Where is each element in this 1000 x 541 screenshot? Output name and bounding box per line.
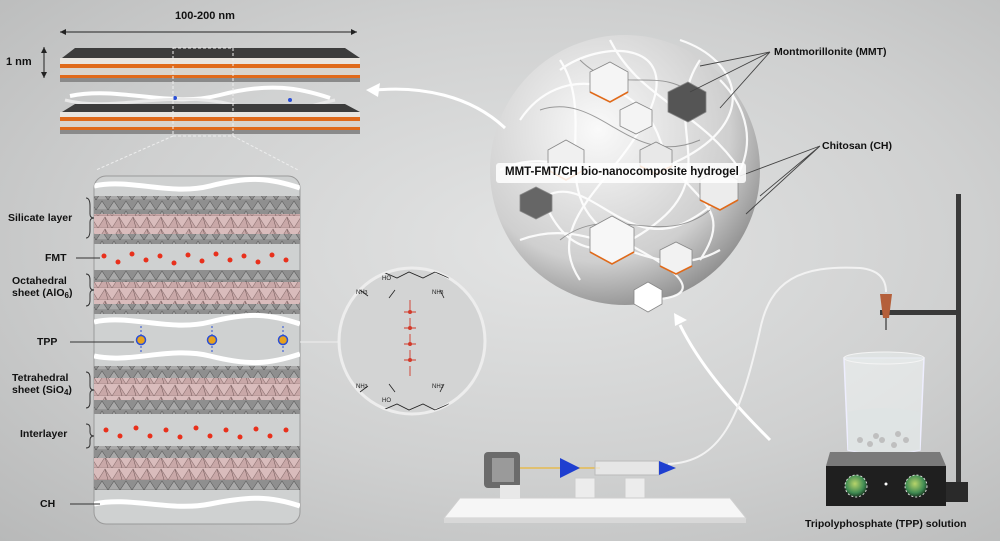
hotplate-knob-icon bbox=[844, 474, 868, 498]
ch-label: CH bbox=[40, 498, 56, 510]
lab-apparatus bbox=[667, 194, 968, 506]
width-dimension-label: 100-200 nm bbox=[175, 10, 235, 22]
nh3-bottom-label: NH3 bbox=[356, 384, 367, 390]
arrow-icon-upward bbox=[674, 313, 772, 442]
nh3-bottom-sub: 3 bbox=[364, 384, 368, 390]
layered-structure-panel bbox=[93, 175, 301, 525]
tetrahedral-sheet-label: Tetrahedral sheet (SiO4) bbox=[12, 372, 72, 397]
fmt-particles bbox=[101, 251, 289, 266]
clay-platelet-stack bbox=[41, 29, 360, 171]
interlayer-label: Interlayer bbox=[20, 428, 68, 440]
nh3-bottom-right-sub: 3 bbox=[440, 384, 444, 390]
nh3-top-right-sub: 3 bbox=[440, 290, 444, 296]
chitosan-label: Chitosan (CH) bbox=[822, 140, 892, 152]
mmt-label: Montmorillonite (MMT) bbox=[774, 46, 887, 58]
silicate-layer-label: Silicate layer bbox=[8, 212, 73, 224]
nh3-top-sub: 3 bbox=[364, 290, 368, 296]
tpp-solution-label: Tripolyphosphate (TPP) solution bbox=[805, 518, 967, 530]
ho-bottom-label: HO bbox=[382, 398, 391, 404]
nh3-bottom-right-text: NH bbox=[432, 384, 441, 390]
syringe-pump bbox=[442, 452, 748, 523]
hydrogel-title: MMT-FMT/CH bio-nanocomposite hydrogel bbox=[505, 166, 739, 178]
tpp-label: TPP bbox=[37, 336, 58, 348]
hotplate-knob-icon-right bbox=[904, 474, 928, 498]
tetrahedral-formula: sheet (SiO bbox=[12, 384, 64, 396]
hydrogel-sphere bbox=[490, 35, 821, 313]
interlayer-particles bbox=[103, 425, 289, 440]
nh3-top-right-label: NH3 bbox=[432, 290, 443, 296]
octahedral-subscript: 6 bbox=[64, 291, 69, 300]
octahedral-formula: sheet (AlO bbox=[12, 287, 65, 299]
nh3-bottom-right-label: NH3 bbox=[432, 384, 443, 390]
fmt-label: FMT bbox=[45, 252, 67, 264]
tpp-chitosan-molecule bbox=[337, 266, 487, 416]
nh3-top-right-text: NH bbox=[432, 290, 441, 296]
tetrahedral-subscript: 4 bbox=[63, 388, 69, 397]
label-leader-lines bbox=[70, 197, 134, 505]
ho-top-label: HO bbox=[382, 276, 391, 282]
arrow-icon bbox=[366, 83, 507, 130]
nh3-top-text: NH bbox=[356, 290, 365, 296]
octahedral-sheet-label: Octahedral sheet (AlO6) bbox=[12, 275, 73, 300]
tpp-crosslinks bbox=[135, 326, 289, 352]
nh3-bottom-text: NH bbox=[356, 384, 365, 390]
nh3-top-label: NH3 bbox=[356, 290, 367, 296]
octahedral-word: Octahedral bbox=[12, 275, 67, 287]
tetrahedral-word: Tetrahedral bbox=[12, 372, 69, 384]
thickness-dimension-label: 1 nm bbox=[6, 56, 32, 68]
